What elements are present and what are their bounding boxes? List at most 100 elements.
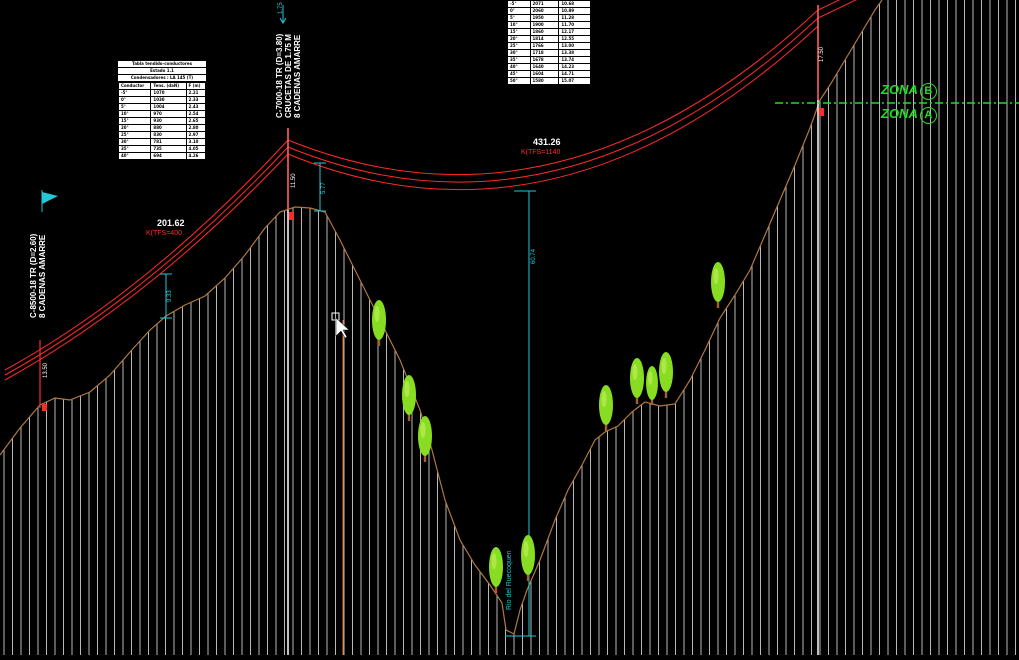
table-cell: 35° (117, 145, 152, 153)
table-cell: 14.71 (558, 70, 591, 78)
tower-4-label: C-8500-18 TR (D=2.60) 8 CADENAS AMARRE (29, 233, 47, 318)
table-cell: 0° (507, 7, 531, 15)
table-cell: 35° (507, 56, 531, 64)
table-cell: 2.33 (185, 96, 207, 104)
clearance-dim-2 (314, 162, 326, 212)
svg-text:8 CADENAS AMARRE: 8 CADENAS AMARRE (38, 234, 47, 318)
conductors-span-1 (4, 139, 289, 381)
table-cell: 1678 (529, 56, 560, 64)
clearance-2-value: 5.77 (321, 182, 327, 194)
table-cell: 1004 (150, 103, 187, 111)
tower-6-marker[interactable] (819, 108, 824, 116)
table-cell: 30° (117, 138, 152, 146)
svg-text:8 CADENAS AMARRE: 8 CADENAS AMARRE (293, 34, 302, 118)
tree-icon (646, 366, 658, 406)
table-cell: 15° (117, 117, 152, 125)
table-cell: 2.97 (185, 131, 207, 139)
clearance-1-value: 9.33 (167, 290, 173, 302)
table-cell: 10° (507, 21, 531, 29)
zone-a-badge: A (919, 107, 937, 124)
table-cell: 10.68 (558, 0, 591, 8)
tower-5-marker[interactable] (289, 212, 294, 220)
table-cell: 12.17 (558, 28, 591, 36)
top-arrow-icon (279, 5, 287, 24)
table-cell: 1950 (529, 14, 560, 22)
tree-icon (372, 300, 386, 346)
table-cell: 4.05 (185, 145, 207, 153)
table-cell: 20° (117, 124, 152, 132)
flag-icon (41, 190, 58, 212)
table-cell: 2.80 (185, 124, 207, 132)
svg-text:C-8500-18 TR (D=2.60): C-8500-18 TR (D=2.60) (29, 233, 38, 318)
table-cell: 20° (507, 35, 531, 43)
table-cell: 1640 (529, 63, 560, 71)
clearance-dim-1 (160, 273, 172, 319)
tower-5-label: C-7000-18 TR (D=3.80) CRUCETAS DE 1.75 M… (275, 33, 302, 118)
table-cell: 15.07 (558, 77, 591, 85)
table-cell: 2.54 (185, 110, 207, 118)
table-cell: 2071 (529, 0, 560, 8)
table-cell: 15° (507, 28, 531, 36)
tree-icon (711, 262, 725, 308)
table-cell: 1030 (150, 96, 187, 104)
terrain-profile-line (0, 0, 883, 635)
tree-icon (630, 358, 644, 404)
table-cell: 11.28 (558, 14, 591, 22)
table-cell: 50° (507, 77, 531, 85)
tree-icon (418, 416, 432, 462)
table-cell: 1766 (529, 42, 560, 50)
tree-icon (599, 385, 613, 431)
zone-b-badge: B (919, 83, 937, 100)
conductors-span-2 (287, 0, 857, 191)
tree-icon (489, 547, 503, 593)
table-cell: 5° (117, 103, 152, 111)
table-cell: -5° (117, 89, 152, 97)
table-cell: 781 (150, 138, 187, 146)
span-2-length: 431.26 (533, 137, 561, 147)
table-cell: 1604 (529, 70, 560, 78)
table-cell: 2.65 (185, 117, 207, 125)
table-cell: 10.89 (558, 7, 591, 15)
table-cell: 2060 (529, 7, 560, 15)
table-cell: 694 (150, 152, 187, 160)
table-cell: -5° (507, 0, 531, 8)
table-cell: 1814 (529, 35, 560, 43)
table-cell: 1070 (150, 89, 187, 97)
table-cell: 1860 (529, 28, 560, 36)
tree-icon (521, 535, 535, 581)
cursor-icon (331, 312, 350, 339)
table-cell: 930 (150, 117, 187, 125)
table-cell: 13.38 (558, 49, 591, 57)
table-cell: 13.74 (558, 56, 591, 64)
table-cell: 10° (117, 110, 152, 118)
table-subtitle: Estado 1.1 (118, 68, 206, 75)
tower-5-height: 11.50 (291, 173, 297, 188)
table-cell: 2.21 (185, 89, 207, 97)
tower-4-marker[interactable] (42, 404, 47, 411)
